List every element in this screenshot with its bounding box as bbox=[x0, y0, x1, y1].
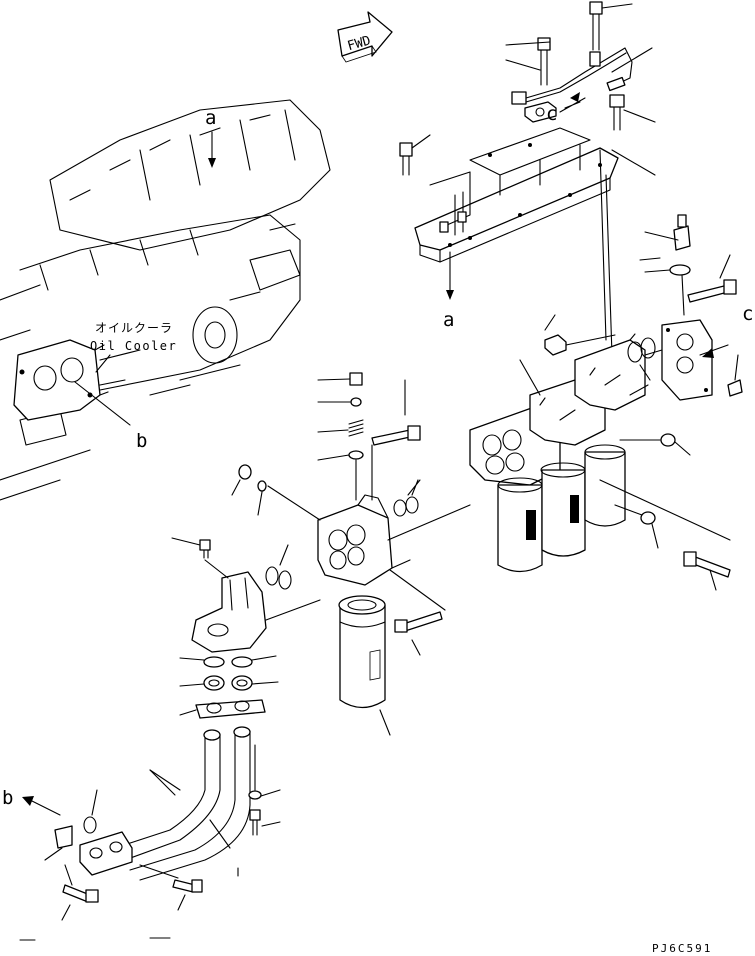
single-filter-cartridge bbox=[339, 596, 390, 735]
filter-head-nut bbox=[545, 315, 566, 355]
cover-plate: c bbox=[662, 303, 753, 400]
filter-cartridges bbox=[498, 445, 625, 572]
cartridge-bolt bbox=[395, 612, 442, 655]
adapter-bolt bbox=[172, 538, 210, 558]
ref-a-bracket-label: a bbox=[443, 309, 454, 331]
filter-head-assembly bbox=[470, 334, 645, 485]
oil-pipes bbox=[80, 727, 250, 880]
ref-c-plate-label: c bbox=[742, 303, 753, 325]
ref-c-top-label: c bbox=[546, 103, 557, 125]
ref-b-engine-label: b bbox=[136, 430, 147, 452]
single-filter-head bbox=[318, 495, 470, 585]
gasket-stack bbox=[180, 656, 278, 718]
engine-block bbox=[0, 100, 330, 500]
cover-bolt bbox=[688, 255, 736, 302]
engine-oil-cooler-flange bbox=[14, 340, 140, 420]
drawing-code: PJ6C591 bbox=[652, 942, 712, 955]
plug bbox=[232, 465, 320, 520]
relief-valve-stack bbox=[318, 373, 363, 500]
pipe-bolts bbox=[62, 865, 202, 920]
oil-cooler-label-jp: オイルクーラ bbox=[95, 321, 173, 335]
mounting-bracket bbox=[415, 128, 618, 262]
oil-cooler-label-en: Oil Cooler bbox=[90, 339, 177, 353]
fwd-label: FWD bbox=[346, 33, 373, 54]
cooler-adapter bbox=[192, 572, 320, 652]
fwd-arrow: FWD bbox=[338, 12, 392, 62]
bracket-bolt-right bbox=[610, 95, 655, 130]
sensor-harness: c bbox=[506, 2, 652, 125]
ref-a-engine-label: a bbox=[205, 107, 216, 129]
bracket-bolt bbox=[400, 135, 430, 175]
pressure-sensor bbox=[645, 215, 690, 315]
ref-b-pipe-label: b bbox=[2, 787, 13, 809]
single-head-bolt bbox=[372, 380, 420, 500]
lower-right-bolt bbox=[684, 552, 730, 590]
